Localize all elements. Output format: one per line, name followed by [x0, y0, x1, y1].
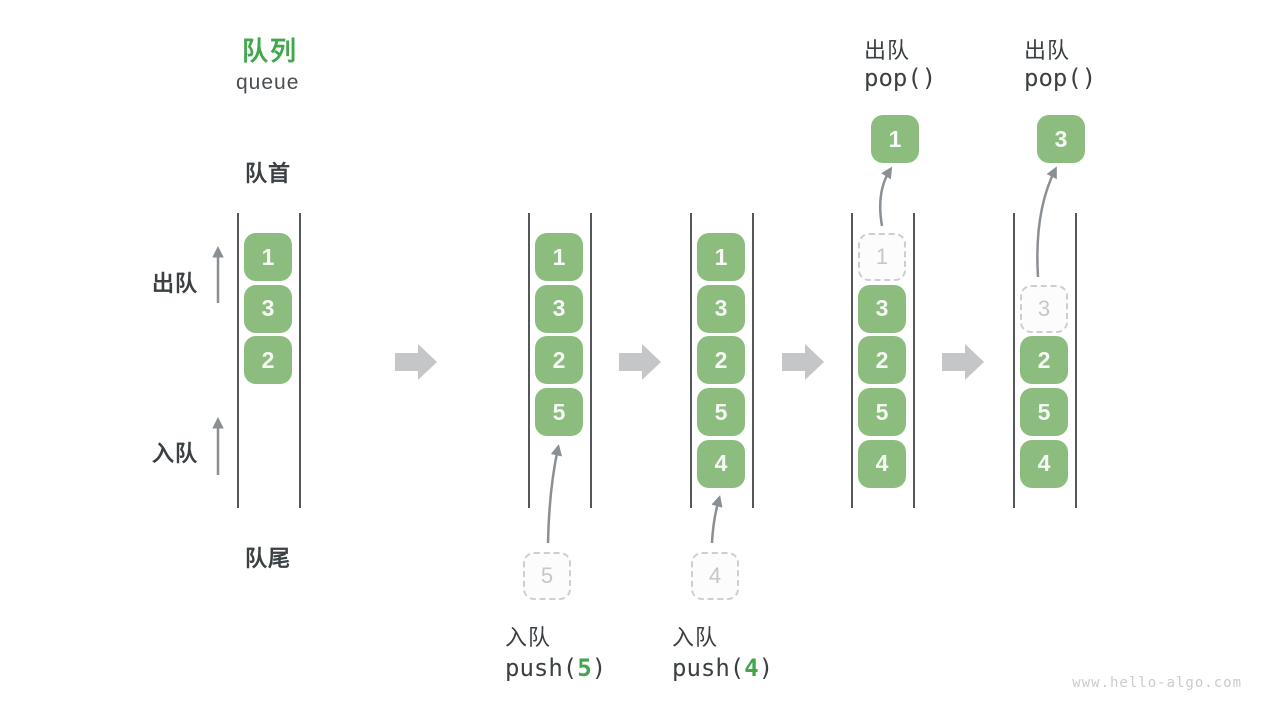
- queue-item: 4: [1020, 439, 1068, 488]
- queue-item: 5: [697, 388, 745, 437]
- queue-item: 3: [535, 284, 583, 333]
- queue-item: 5: [1020, 388, 1068, 437]
- queue-wall-right: [1075, 213, 1077, 508]
- pending-push-box: 4: [691, 552, 739, 600]
- diagram-title-en: queue: [236, 71, 300, 94]
- queue-item: 4: [697, 439, 745, 488]
- queue-wall-right: [590, 213, 592, 508]
- push-label: 入队: [672, 625, 719, 650]
- queue-item: 1: [697, 233, 745, 281]
- queue-item: 3: [858, 284, 906, 333]
- watermark: www.hello-algo.com: [1072, 675, 1242, 691]
- label-enqueue-side: 入队: [152, 441, 199, 466]
- queue-item: 2: [858, 336, 906, 385]
- queue-item: 5: [535, 388, 583, 437]
- transition-arrow: [942, 344, 984, 380]
- queue-item: 3: [697, 284, 745, 333]
- push-arrow: [546, 444, 563, 544]
- pop-code: pop(): [1024, 64, 1097, 92]
- popped-item-box: 1: [871, 115, 919, 163]
- queue-item: 3: [244, 284, 292, 333]
- transition-arrow: [619, 344, 661, 380]
- pop-arrow: [879, 166, 893, 227]
- push-label: 入队: [505, 625, 552, 650]
- pending-push-box: 5: [523, 552, 571, 600]
- queue-item: 2: [244, 336, 292, 385]
- queue-item: 2: [697, 336, 745, 385]
- queue-wall-left: [851, 213, 853, 508]
- queue-wall-right: [913, 213, 915, 508]
- queue-wall-left: [690, 213, 692, 508]
- queue-item: 2: [535, 336, 583, 385]
- queue-wall-left: [237, 213, 239, 508]
- pop-label: 出队: [864, 38, 911, 63]
- push-code-arg: 4: [744, 654, 759, 682]
- queue-item: 1: [535, 233, 583, 281]
- pop-label: 出队: [1024, 38, 1071, 63]
- queue-item-dashed: 3: [1020, 284, 1068, 333]
- push-code-arg: 5: [577, 654, 592, 682]
- queue-item: 2: [1020, 336, 1068, 385]
- transition-arrow: [782, 344, 824, 380]
- popped-item-box: 3: [1037, 115, 1085, 163]
- queue-item-dashed: 1: [858, 233, 906, 281]
- label-queue-front: 队首: [245, 161, 292, 186]
- queue-wall-left: [528, 213, 530, 508]
- queue-wall-right: [752, 213, 754, 508]
- label-queue-rear: 队尾: [245, 546, 292, 571]
- push-code: push(5): [505, 654, 607, 682]
- transition-arrow: [395, 344, 437, 380]
- label-dequeue-side: 出队: [152, 271, 199, 296]
- push-arrow: [710, 495, 723, 544]
- queue-wall-left: [1013, 213, 1015, 508]
- queue-item: 1: [244, 233, 292, 281]
- queue-item: 4: [858, 439, 906, 488]
- queue-item: 5: [858, 388, 906, 437]
- pop-code: pop(): [864, 64, 937, 92]
- push-code: push(4): [672, 654, 774, 682]
- pop-arrow: [1036, 166, 1057, 278]
- diagram-title-zh: 队列: [242, 36, 299, 66]
- queue-wall-right: [299, 213, 301, 508]
